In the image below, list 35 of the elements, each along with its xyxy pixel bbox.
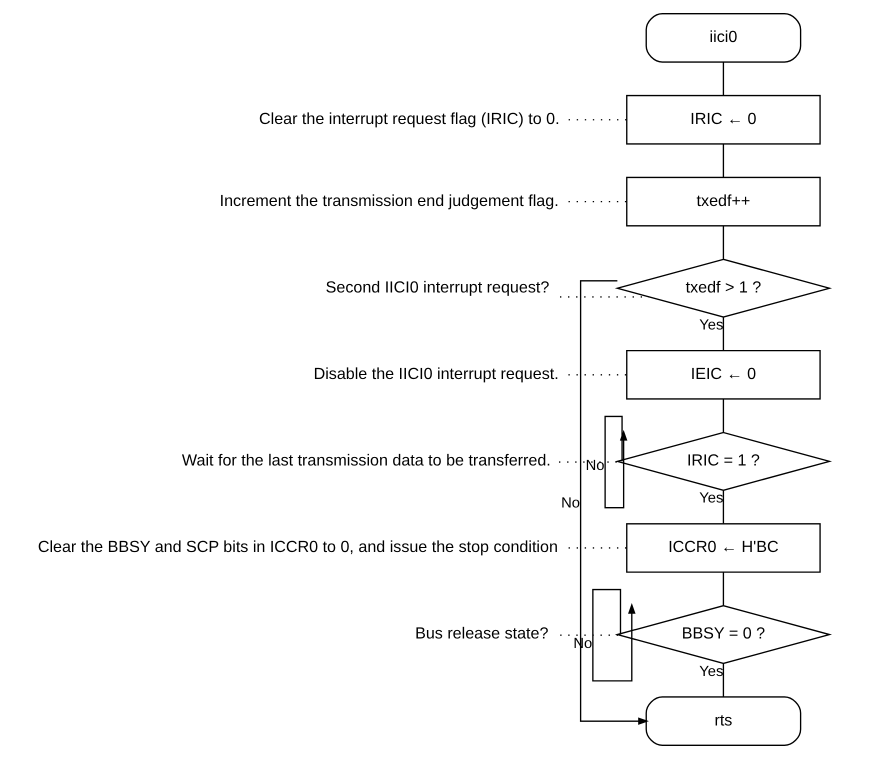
node-box: IRIC ← 0 bbox=[626, 94, 820, 145]
arrow bbox=[592, 588, 636, 682]
node-text: Second IICI0 interrupt request? bbox=[325, 278, 549, 296]
edge-label: Yes bbox=[698, 318, 723, 334]
node-box: ICCR0 ← H'BC bbox=[626, 523, 820, 573]
node-text: Bus release state? bbox=[414, 624, 548, 643]
node-diamond: txedf > 1 ? bbox=[614, 258, 832, 318]
connector bbox=[560, 634, 619, 636]
connector bbox=[722, 318, 724, 350]
node-diamond: BBSY = 0 ? bbox=[614, 605, 832, 664]
node-box: txedf++ bbox=[626, 176, 820, 226]
connector bbox=[722, 664, 724, 696]
connector bbox=[560, 296, 649, 298]
connector bbox=[722, 144, 724, 178]
node-diamond: IRIC = 1 ? bbox=[614, 432, 832, 491]
node-text: Wait for the last transmission data to be transferred. bbox=[181, 452, 550, 470]
edge-label: No bbox=[585, 458, 604, 474]
connector bbox=[722, 490, 724, 524]
node-text: Disable the IICI0 interrupt request. bbox=[313, 364, 558, 383]
edge-label: Yes bbox=[698, 664, 723, 680]
node-box: iici0 bbox=[645, 13, 801, 63]
node-text: Clear the BBSY and SCP bits in ICCR0 to 0, and issue the stop condition bbox=[37, 538, 558, 556]
connector bbox=[558, 461, 620, 463]
arrow bbox=[604, 416, 627, 508]
connector bbox=[722, 226, 724, 259]
node-text: Increment the transmission end judgement flag. bbox=[219, 192, 558, 210]
connector bbox=[722, 62, 724, 96]
arrow bbox=[579, 280, 648, 725]
node-text: Clear the interrupt request flag (IRIC) to 0. bbox=[258, 110, 560, 128]
edge-label: Yes bbox=[698, 490, 723, 507]
connector bbox=[722, 572, 724, 606]
node-box: rts bbox=[645, 696, 801, 746]
edge-label: No bbox=[560, 495, 580, 512]
node-box: IEIC ← 0 bbox=[626, 350, 820, 400]
connector bbox=[722, 399, 724, 432]
